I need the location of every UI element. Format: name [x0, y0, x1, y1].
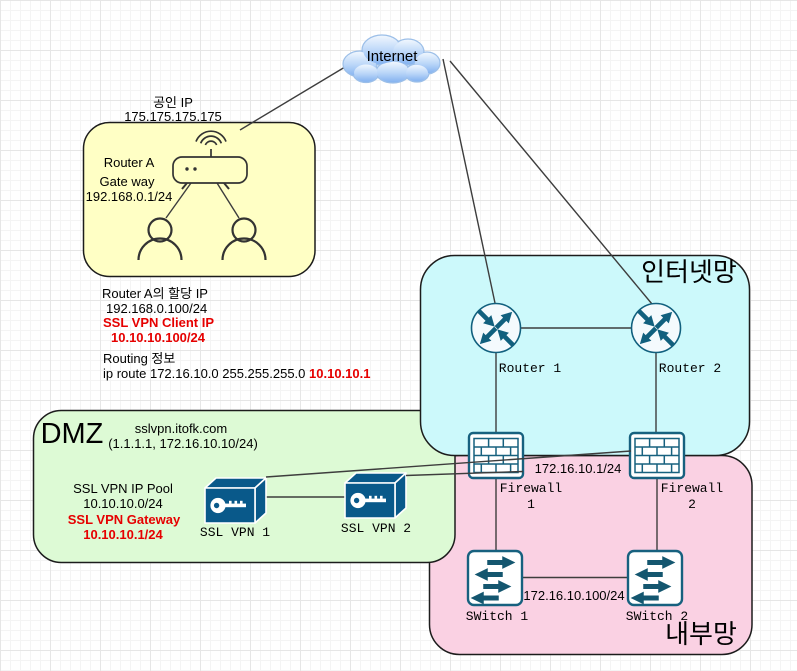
- routing-rule-route: ip route 172.16.10.0 255.255.255.0: [103, 366, 310, 381]
- switch1-label: SWitch 1: [465, 609, 529, 624]
- link-vpn2-firewall1: [405, 470, 524, 477]
- vpn-pool-ip: 10.10.10.0/24: [83, 496, 163, 511]
- router-a-assigned-ip: 192.168.0.100/24: [106, 301, 208, 316]
- router-a-gateway-ip: 192.168.0.1/24: [85, 189, 173, 204]
- firewall-link-ip: 172.16.10.1/24: [534, 461, 622, 476]
- connection-lines: [165, 58, 658, 579]
- internal-zone-title: 내부망: [665, 619, 737, 649]
- internet-cloud: [342, 34, 441, 84]
- link-internet-router2: [449, 60, 653, 305]
- router2-icon: [632, 304, 681, 353]
- router-a-box: [82, 121, 316, 278]
- firewall1-number: 1: [527, 497, 535, 512]
- vpn-gateway-ip: 10.10.10.1/24: [83, 527, 163, 542]
- vpn-gateway-label: SSL VPN Gateway: [67, 512, 181, 527]
- firewall1-label: Firewall: [499, 481, 563, 496]
- vpn-pool-label: SSL VPN IP Pool: [73, 481, 173, 496]
- internet-zone-title: 인터넷망: [641, 257, 737, 287]
- router1-label: Router 1: [498, 361, 562, 376]
- vpn-client-ip: 10.10.10.100/24: [111, 330, 205, 345]
- vpn-client-ip-label: SSL VPN Client IP: [103, 315, 215, 330]
- public-ip-label: 공인 IP: [153, 95, 193, 110]
- router-a-name: Router A: [103, 155, 155, 170]
- link-router-a-user2: [216, 182, 240, 219]
- switch2-icon: [628, 551, 682, 605]
- routing-rule-nexthop: 10.10.10.1: [309, 366, 371, 381]
- link-internet-router-a: [239, 63, 351, 131]
- public-ip-value: 175.175.175.175: [124, 109, 222, 124]
- firewall2-label: Firewall: [660, 481, 724, 496]
- dmz-title: DMZ: [40, 418, 104, 450]
- router1-icon: [472, 304, 521, 353]
- switch-link-ip: 172.16.10.100/24: [523, 588, 625, 603]
- ssl-vpn1-label: SSL VPN 1: [199, 525, 271, 540]
- wifi-router-icon: [172, 130, 248, 190]
- link-router-a-user1: [165, 182, 192, 219]
- dmz-domain-ips: (1.1.1.1, 172.16.10.10/24): [108, 436, 258, 451]
- internet-label: Internet: [366, 48, 418, 65]
- firewall2-icon: [628, 431, 686, 480]
- router-a-gateway-label: Gate way: [99, 174, 155, 189]
- dmz-domain: sslvpn.itofk.com: [134, 421, 228, 436]
- router2-label: Router 2: [658, 361, 722, 376]
- routing-rule: ip route 172.16.10.0 255.255.255.0 10.10…: [103, 366, 370, 382]
- switch1-icon: [468, 551, 522, 605]
- ssl-vpn2-icon: [344, 472, 407, 519]
- routing-info-label: Routing 정보: [103, 351, 176, 366]
- ssl-vpn2-label: SSL VPN 2: [340, 521, 412, 536]
- link-vpn1-firewall2: [265, 450, 632, 478]
- firewall2-number: 2: [688, 497, 696, 512]
- switch2-label: SWitch 2: [625, 609, 689, 624]
- link-internet-router1: [442, 58, 496, 304]
- ssl-vpn1-icon: [204, 477, 267, 524]
- router-a-assigned-ip-label: Router A의 할당 IP: [102, 286, 208, 301]
